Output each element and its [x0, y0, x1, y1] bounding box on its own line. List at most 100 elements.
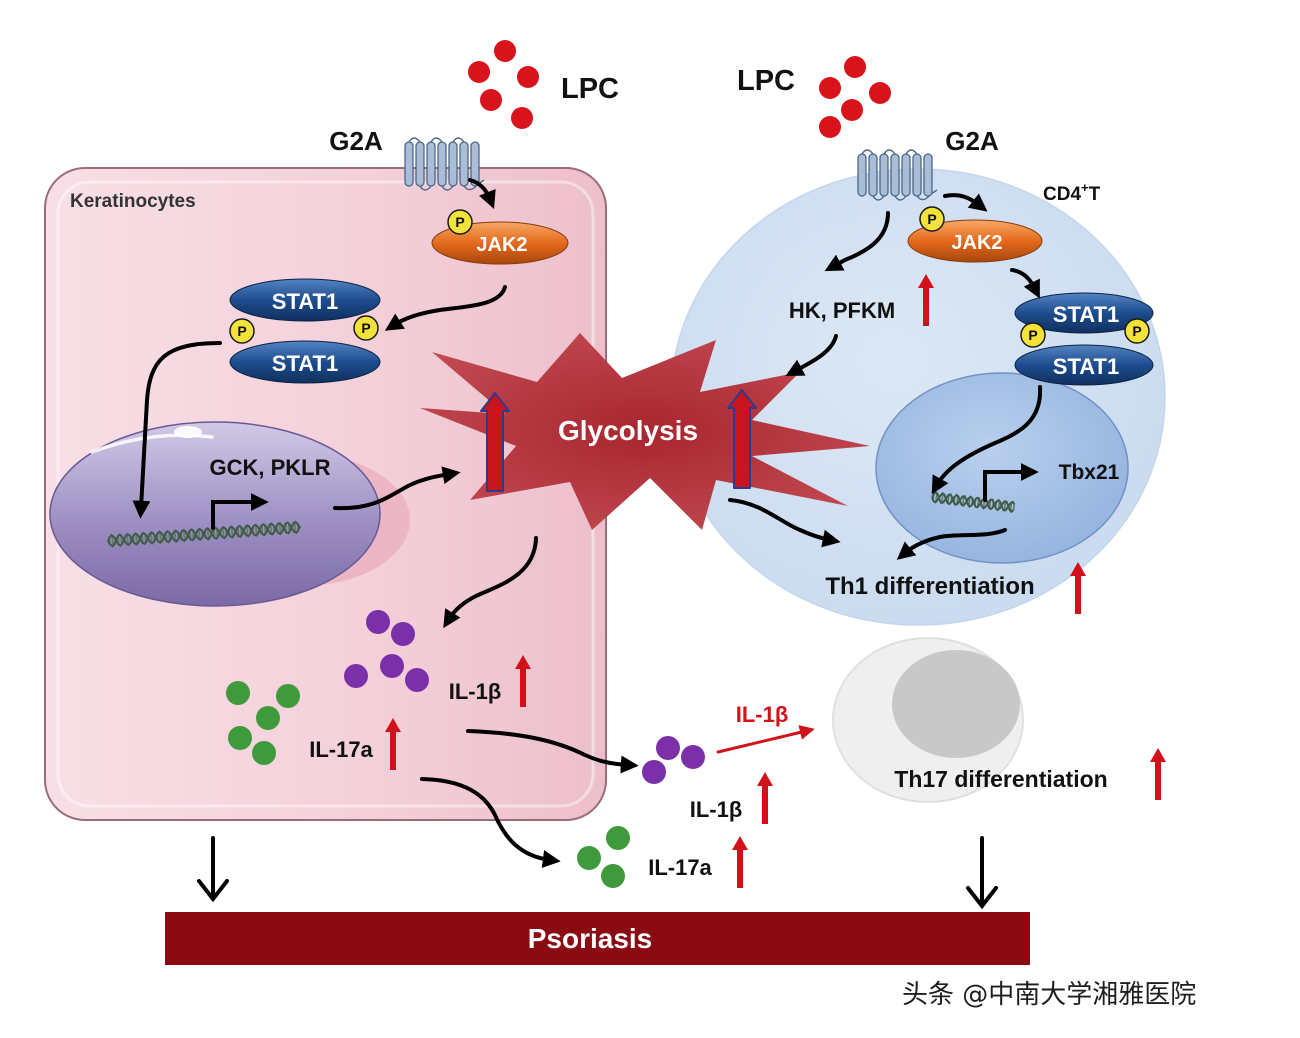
dna-base-pair — [174, 530, 177, 542]
lpc-dot — [511, 107, 533, 129]
pathway-arrows — [132, 178, 1043, 910]
g2a-to-jak2-arrow-right — [943, 193, 988, 212]
hk-pfkm-label: HK, PFKM — [789, 298, 895, 323]
psoriasis-bar — [165, 912, 1030, 965]
dna-helix-keratinocyte — [107, 520, 301, 548]
hk-pfkm: HK, PFKM — [789, 274, 934, 326]
stat1-to-dna-arrow-left — [132, 341, 222, 519]
lpc-dot — [480, 89, 502, 111]
phospho-badge — [353, 315, 379, 341]
target-genes-label: GCK, PKLR — [210, 455, 331, 480]
lpc-label-right: LPC — [737, 65, 795, 97]
il17a-dot — [256, 706, 280, 730]
phospho-label: P — [361, 320, 370, 336]
lpc-dot — [819, 116, 841, 138]
g2a-helix — [415, 141, 425, 187]
glycolysis-label: Glycolysis — [558, 415, 698, 446]
dna-base-pair — [278, 523, 282, 534]
lpc-dot — [517, 66, 539, 88]
jak2-oval — [907, 219, 1043, 263]
il1b-dot — [344, 664, 368, 688]
il1b-dot — [642, 760, 666, 784]
jak2-to-stat1-arrow-right — [1010, 268, 1040, 299]
g2a-helix — [448, 141, 458, 187]
g2a-label-right: G2A — [945, 126, 999, 156]
g2a-helix — [923, 153, 933, 197]
dna-base-pair — [254, 524, 258, 536]
dna-base-pair — [150, 532, 153, 544]
il17a-secreted-label: IL-17a — [648, 855, 712, 880]
keratinocyte-nucleus: GCK, PKLR — [49, 421, 410, 607]
il1b-secreted-up-arrow — [757, 772, 773, 824]
dna-base-pair — [961, 495, 965, 506]
il1b-dot — [656, 736, 680, 760]
keratinocyte-to-psoriasis-arrow — [197, 836, 229, 903]
jak2-left: JAK2 P — [431, 209, 569, 265]
dna-base-pair — [222, 527, 225, 539]
stat1-oval-top — [1014, 292, 1154, 334]
stat1-dimer-right: STAT1 STAT1 P P — [1014, 292, 1154, 386]
th17-up-arrow — [1150, 748, 1166, 800]
il17a-secretion-arrow — [420, 777, 561, 868]
g2a-helix — [404, 141, 414, 187]
th1-up-arrow — [1070, 562, 1086, 614]
dna-base-pair — [159, 531, 162, 543]
il17a-dot — [228, 726, 252, 750]
dna-base-pair — [135, 533, 138, 545]
jak2-label: JAK2 — [951, 232, 1002, 254]
psoriasis-outcome: Psoriasis — [165, 912, 1030, 965]
phospho-label: P — [455, 214, 464, 230]
g2a-receptor-left: G2A — [329, 126, 485, 191]
phospho-badge — [1124, 318, 1150, 344]
il17a-secreted-up-arrow — [732, 836, 748, 888]
lpc-dot — [468, 61, 490, 83]
il1b-signal-arrow — [716, 725, 815, 754]
lpc-label-left: LPC — [561, 73, 619, 105]
lpc-dot — [494, 40, 516, 62]
g2a-receptor-right: G2A — [857, 126, 999, 201]
dna-base-pair — [198, 528, 201, 540]
transcription-start-arrow — [211, 493, 269, 530]
glycolysis-up-arrow-left — [480, 392, 510, 492]
il1b-signal: IL-1β — [716, 702, 815, 754]
phospho-badge — [1020, 322, 1046, 348]
g2a-loops — [861, 149, 938, 201]
t-cell-to-psoriasis-arrow — [966, 836, 998, 910]
il17a-label: IL-17a — [309, 737, 373, 762]
stat1-dimer-left: STAT1 STAT1 P P — [229, 278, 381, 384]
il17a-dot — [276, 684, 300, 708]
g2a-helix — [890, 153, 900, 197]
dna-base-pair — [231, 526, 234, 538]
dna-base-pair — [941, 493, 944, 504]
dna-helix-t-cell — [931, 491, 1016, 514]
phospho-badge — [229, 318, 255, 344]
phospho-label: P — [927, 211, 936, 227]
stat1-oval-bottom — [229, 340, 381, 384]
watermark-text: 头条 @中南大学湘雅医院 — [902, 980, 1196, 1010]
hk-pfkm-to-glycolysis-arrow — [785, 334, 838, 377]
jak2-label: JAK2 — [476, 234, 527, 256]
t-cell-nucleus: Tbx21 — [875, 372, 1129, 564]
stat1-label-top: STAT1 — [272, 289, 338, 314]
il17a-dot — [601, 864, 625, 888]
nucleus-to-glycolysis-arrow — [333, 466, 461, 511]
hk-pfkm-up-arrow — [918, 274, 934, 326]
dna-base-pair — [183, 530, 186, 541]
tbx21-label: Tbx21 — [1059, 461, 1120, 484]
dna-base-pair — [207, 528, 210, 540]
t-cell-label-sup: + — [1081, 180, 1089, 195]
il17a-dot — [606, 826, 630, 850]
il1b-secretion-arrow — [466, 729, 639, 774]
il1b-dot — [366, 610, 390, 634]
il17a-dot — [577, 846, 601, 870]
dna-base-pair — [245, 525, 249, 537]
t-cell-label: CD4+T — [1043, 180, 1101, 205]
g2a-helix — [912, 153, 922, 197]
il1b-up-arrow — [515, 655, 531, 707]
g2a-helix — [857, 153, 867, 197]
lpc-ligand-left: LPC — [468, 40, 619, 129]
il17a-dot — [252, 741, 276, 765]
g2a-helix — [459, 141, 469, 187]
il1b-dot — [681, 745, 705, 769]
il1b-cluster-secreted: IL-1β — [642, 736, 773, 824]
